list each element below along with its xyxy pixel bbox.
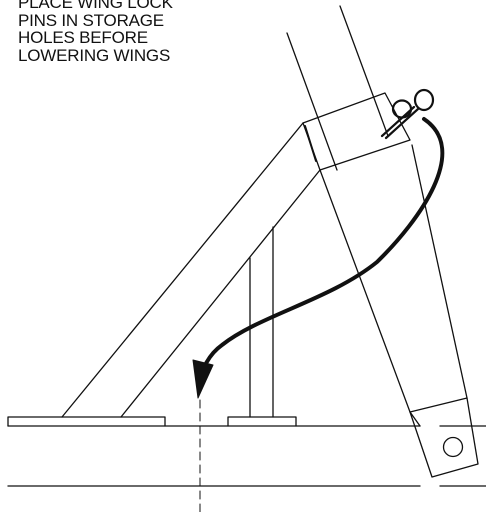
vertical-post [249, 226, 274, 418]
caption-line-1: PLACE WING LOCK [18, 0, 173, 12]
instruction-caption: PLACE WING LOCK PINS IN STORAGE HOLES BE… [18, 0, 218, 64]
caption-line-4: LOWERING WINGS [18, 45, 171, 65]
caption-line-2: PINS IN STORAGE [18, 10, 164, 30]
hinge-hole [442, 436, 464, 458]
curved-arrow-icon [192, 117, 445, 399]
lock-pin-icon [380, 88, 435, 140]
storage-bracket [302, 92, 411, 171]
wing-arm [319, 144, 479, 478]
base-rails [7, 425, 486, 487]
diagonal-brace [61, 122, 321, 418]
caption-line-3: HOLES BEFORE [18, 28, 148, 47]
base-plates [7, 416, 297, 427]
upper-wing-lines [286, 5, 389, 171]
